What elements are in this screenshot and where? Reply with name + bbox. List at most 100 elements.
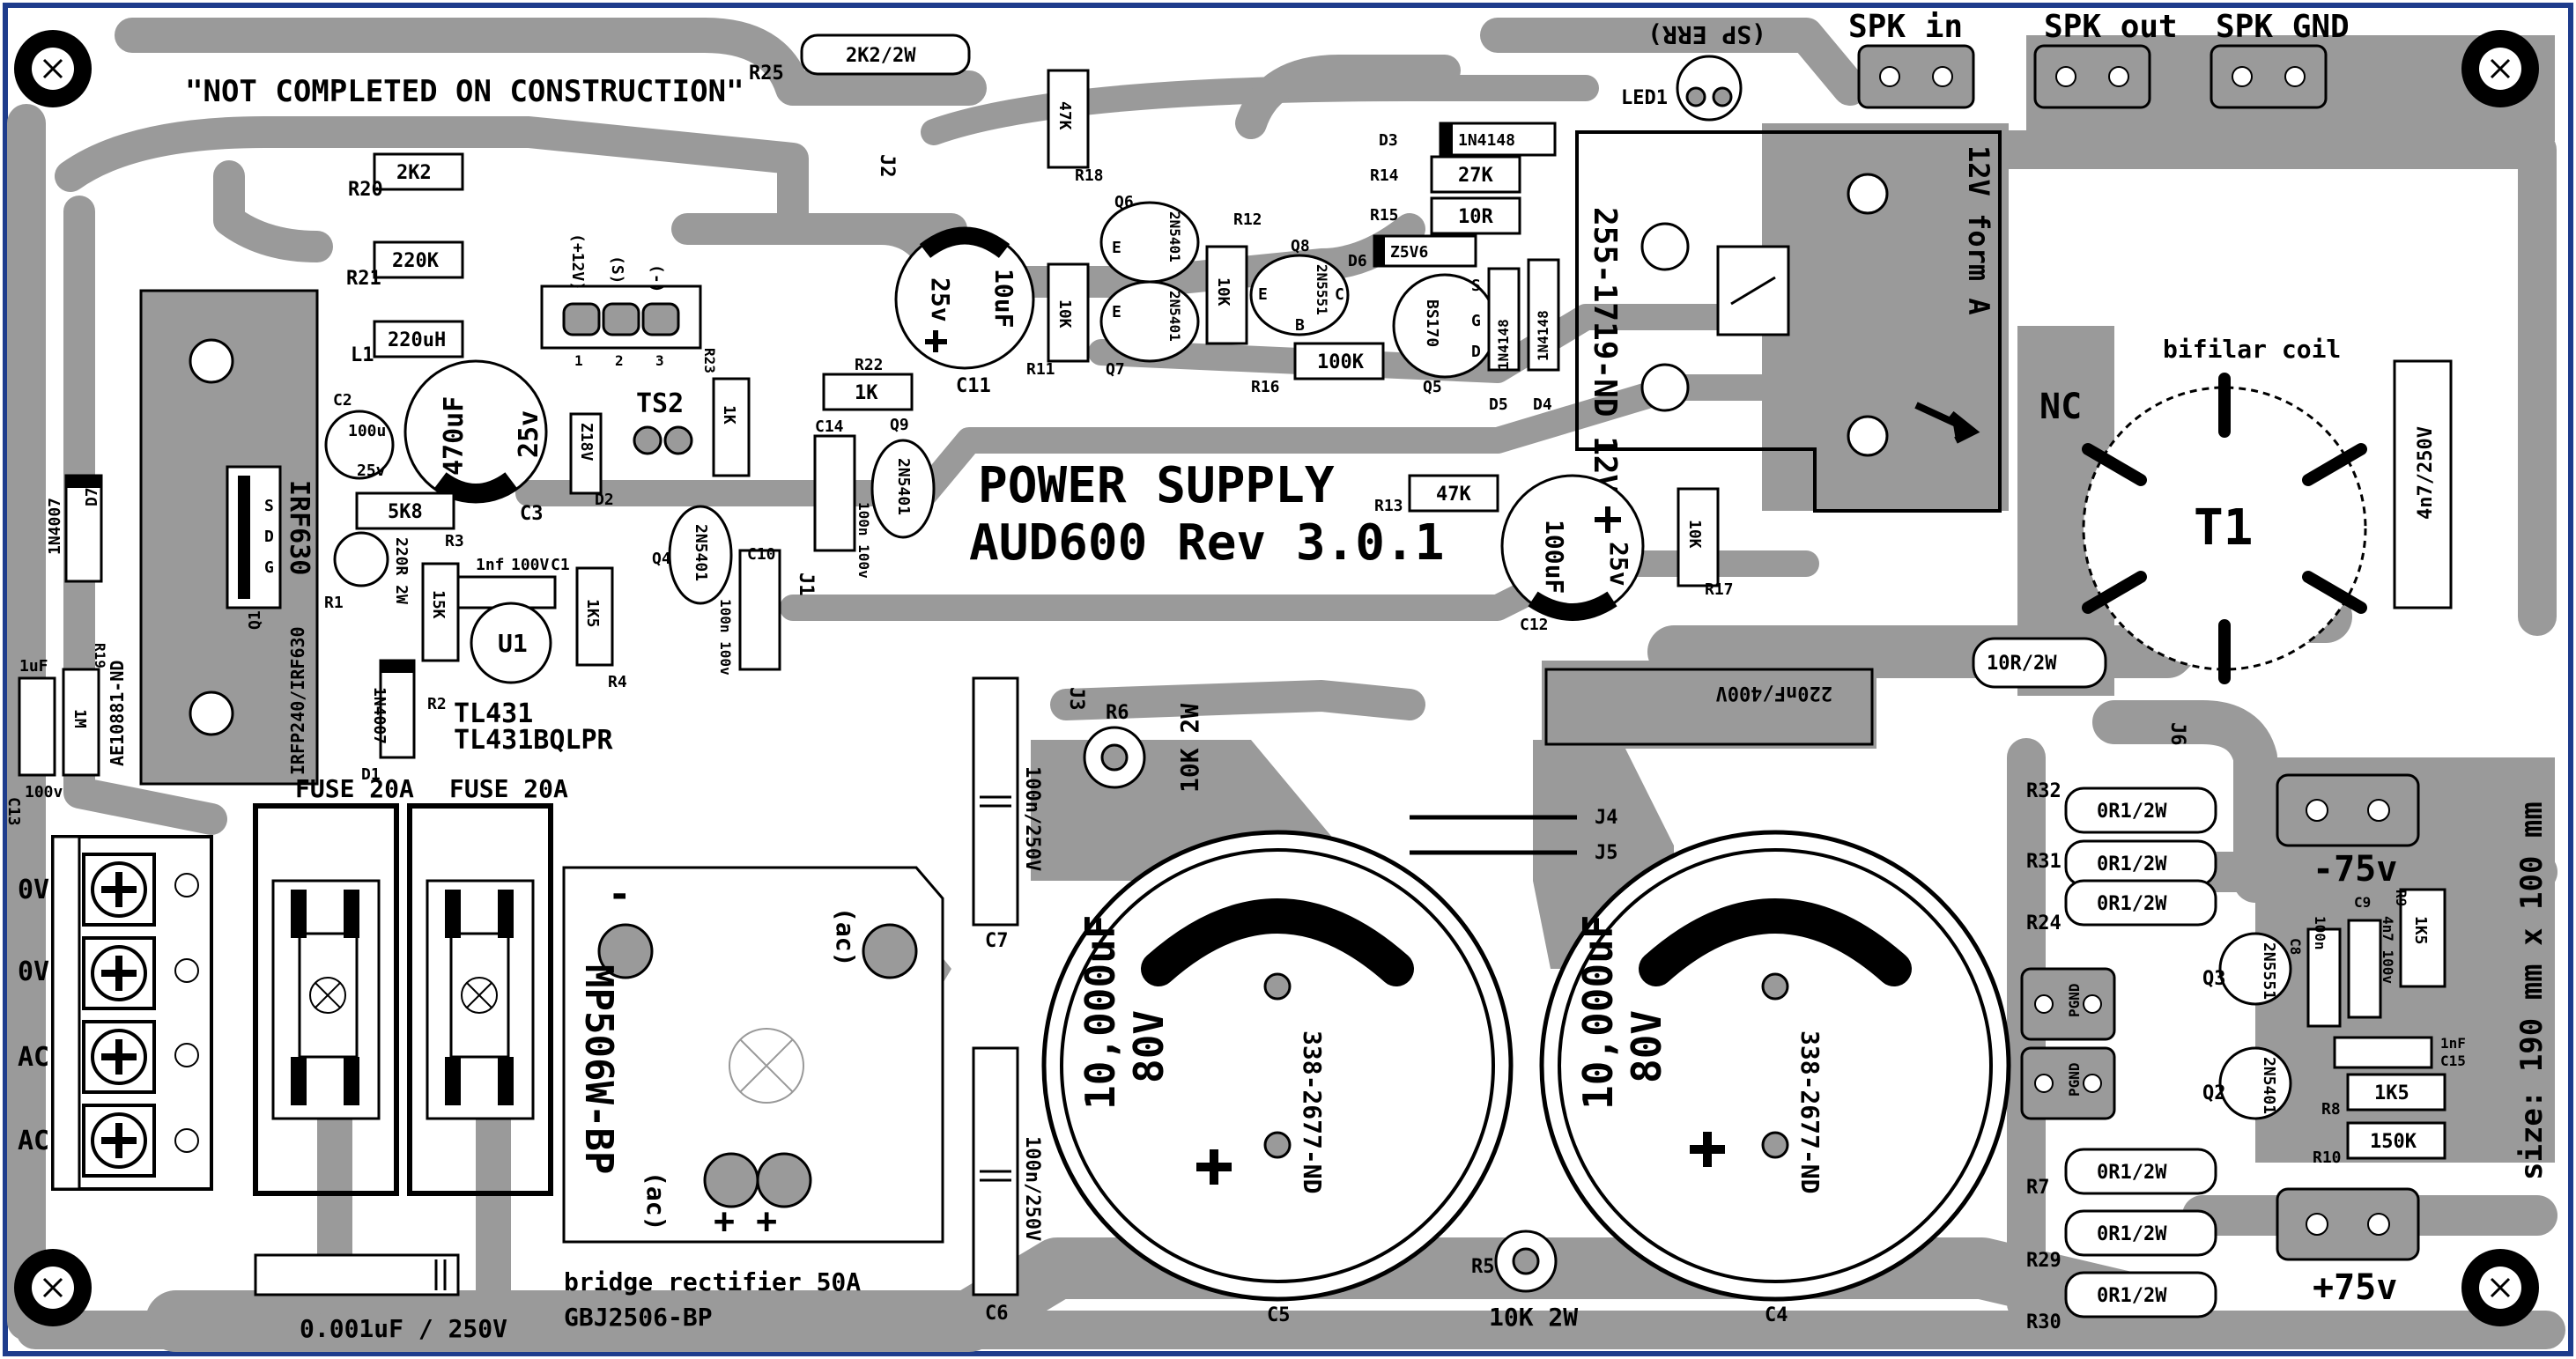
diode-d1-ref: D1 [361, 765, 381, 784]
resistor-r4-value: 1K5 [583, 599, 602, 628]
resistor-r10-ref: R10 [2313, 1149, 2342, 1167]
resistor-r17 [1677, 487, 1720, 587]
resistor-r9 [2399, 888, 2446, 988]
terminal-screw[interactable] [82, 936, 156, 1010]
diode-d4-value: 1N4148 [1535, 310, 1551, 361]
resistor-r19 [62, 668, 100, 777]
control-header-pin-3[interactable] [641, 302, 680, 336]
neg-rail-connector[interactable] [2276, 773, 2420, 847]
cap-c3-ref: C3 [520, 503, 544, 525]
transistor-q8-part: 2N5551 [1314, 264, 1330, 315]
pgnd-b-connector[interactable] [2020, 1046, 2116, 1120]
spk-out-connector[interactable] [2033, 44, 2151, 109]
r30-ref: R30 [2026, 1311, 2062, 1333]
bridge-minus: - [608, 872, 632, 917]
cap-c13-value: 1uF [19, 657, 48, 676]
resistor-r3-value: 5K8 [388, 501, 423, 523]
control-header-pin-2[interactable] [602, 302, 640, 336]
terminal-screw[interactable] [82, 853, 156, 927]
resistor-r25 [800, 33, 971, 76]
pgnd-a-connector[interactable] [2020, 967, 2116, 1041]
cap-x-input-value: 0.001uF / 250V [300, 1314, 507, 1343]
bridge-ac-2: (ac) [641, 1171, 670, 1230]
transistor-q7 [1099, 280, 1200, 363]
resistor-r8 [2346, 1073, 2446, 1112]
resistor-r11 [1047, 262, 1090, 363]
resistor-r1 [333, 531, 389, 587]
bridge-part: MP506W-BP [576, 964, 621, 1174]
cap-c4-ref: C4 [1765, 1304, 1788, 1326]
cap-c3-value: 470uF [439, 396, 470, 476]
cap-c5-volt: 80V [1125, 1010, 1173, 1083]
mounting-hole [2461, 30, 2539, 107]
control-header-num-3: 3 [655, 352, 664, 369]
diode-d6-ref: D6 [1348, 252, 1367, 270]
resistor-r20-value: 2K2 [396, 162, 432, 184]
resistor-r17-value: 10K [1685, 520, 1704, 549]
diode-d3-ref: D3 [1379, 131, 1398, 150]
mosfet-q5-pin-g: G [1471, 312, 1481, 330]
transistor-q3 [2218, 932, 2292, 1006]
cap-4n7-250v-value: 4n7/250V [2415, 426, 2437, 520]
mosfet-q1-ref: Q1 [246, 610, 264, 630]
resistor-r1-ref: R1 [324, 594, 344, 612]
resistor-r19-value: 1M [70, 709, 89, 728]
mosfet-q1 [226, 465, 282, 609]
inductor-l1-value: 220uH [388, 329, 446, 351]
terminal-screw[interactable] [82, 1020, 156, 1094]
transistor-q6-part: 2N5401 [1166, 211, 1183, 262]
transistor-q8 [1249, 254, 1350, 336]
r7-ref: R7 [2026, 1177, 2050, 1199]
r32-value: 0R1/2W [2097, 801, 2167, 823]
r7-value: 0R1/2W [2097, 1162, 2167, 1184]
cap-c5: 10,000uF 80V 338-2677-ND [1041, 830, 1514, 1302]
resistor-r23-ref: R23 [701, 348, 718, 373]
control-header-pin-1[interactable] [562, 302, 601, 336]
resistor-r22-value: 1K [855, 382, 878, 404]
mosfet-q1-alt: IRFP240/IRF630 [287, 626, 308, 775]
r31-value: 0R1/2W [2097, 853, 2167, 875]
pos-rail-connector[interactable] [2276, 1187, 2420, 1261]
terminal-screw[interactable] [82, 1104, 156, 1178]
cap-c2 [324, 410, 395, 480]
resistor-r8-value: 1K5 [2374, 1082, 2409, 1104]
cap-c8-ref: C8 [2287, 938, 2304, 955]
transistor-q2-ref: Q2 [2202, 1082, 2226, 1104]
fuse-1 [253, 803, 399, 1196]
r24-ref: R24 [2026, 912, 2062, 934]
mounting-holes [14, 30, 2539, 1326]
spk-out-label: SPK out [2044, 9, 2178, 45]
transistor-q4-ref: Q4 [652, 550, 671, 568]
diode-d1-value: 1N4007 [370, 687, 389, 744]
transistor-q2-part: 2N5401 [2260, 1057, 2278, 1114]
spk-in-connector[interactable] [1857, 44, 1975, 109]
resistor-r14-ref: R14 [1370, 166, 1399, 185]
cap-x-input [254, 1253, 460, 1296]
diode-d2-value: Z18V [577, 423, 596, 462]
board-title: POWER SUPPLY [978, 457, 1335, 514]
r24-value: 0R1/2W [2097, 893, 2167, 915]
resistor-r16-ref: R16 [1251, 378, 1280, 396]
cap-c7 [972, 676, 1019, 927]
pgnd-b-label: PGND [2066, 1062, 2083, 1097]
resistor-r9-value: 1K5 [2411, 916, 2430, 945]
transistor-q7-pin-e: E [1112, 303, 1121, 321]
transistor-q2 [2218, 1046, 2292, 1120]
spk-in-label: SPK in [1848, 9, 1963, 45]
diode-d5-value: 1N4148 [1495, 319, 1512, 370]
speaker-connectors: SPK in SPK out SPK GND [1848, 9, 2350, 109]
sp-err-label: (SP ERR) [1647, 20, 1766, 49]
jumper-j1: J1 [795, 572, 817, 596]
transformer-t1: T1 bifilar coil [2082, 335, 2367, 684]
transistor-q8-ref: Q8 [1291, 237, 1310, 255]
cap-c14 [813, 434, 856, 552]
ts2-label: TS2 [636, 388, 684, 419]
diode-d3-value: 1N4148 [1458, 131, 1515, 150]
resistor-r11-ref: R11 [1026, 360, 1055, 379]
cap-c11-volt: 25v [926, 277, 955, 322]
cap-c15 [2333, 1036, 2433, 1069]
cap-c5-value: 10,000uF [1077, 914, 1124, 1110]
diode-d7-value: 1N4007 [46, 498, 64, 555]
resistor-r2 [421, 562, 460, 662]
spk-gnd-connector[interactable] [2210, 44, 2328, 109]
